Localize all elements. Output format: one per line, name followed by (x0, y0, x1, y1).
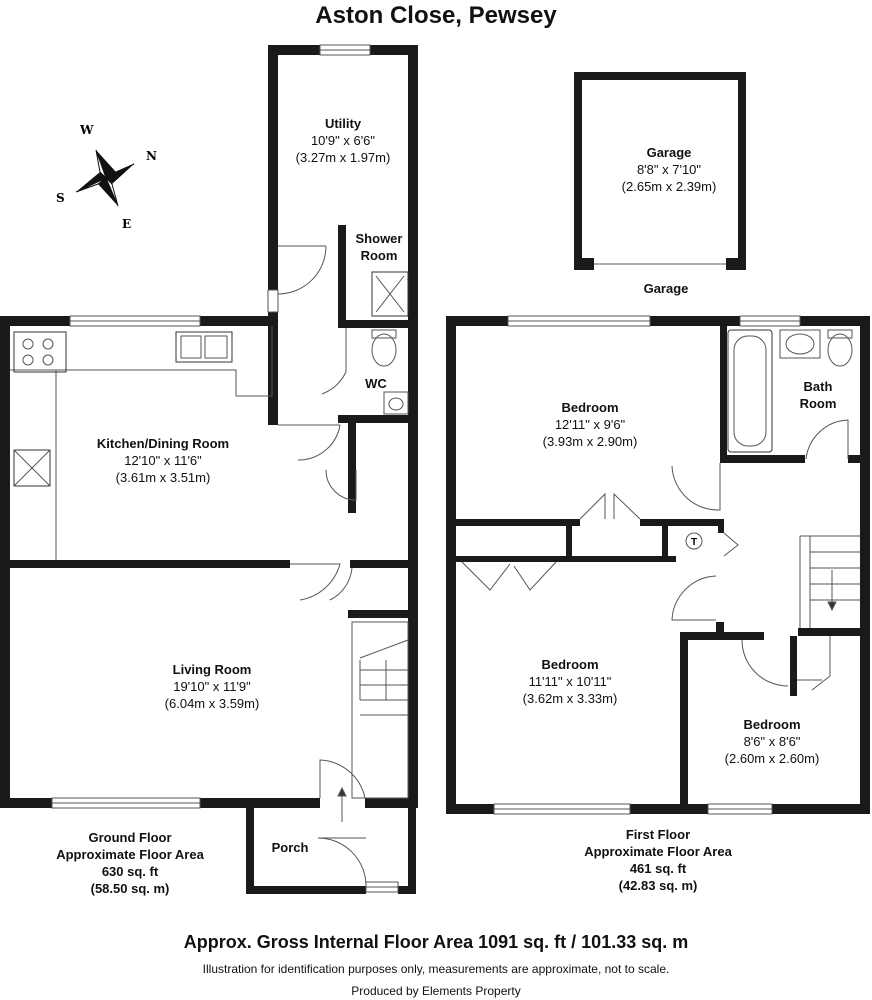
porch-label: Porch (272, 839, 309, 856)
tank-label: T (691, 537, 697, 548)
bedroom3-label: Bedroom 8'6" x 8'6" (2.60m x 2.60m) (725, 716, 820, 767)
kitchen-label: Kitchen/Dining Room 12'10" x 11'6" (3.61… (97, 435, 229, 486)
first-floor-plan (446, 316, 870, 814)
bathroom-label: Bath Room (800, 378, 837, 412)
living-room-name: Living Room (172, 662, 252, 677)
garage-caption: Garage (644, 280, 689, 297)
ground-floor-title: Ground Floor (88, 830, 172, 845)
utility-imperial: 10'9" x 6'6" (310, 133, 376, 148)
bedroom3-name: Bedroom (743, 717, 801, 732)
bedroom2-name: Bedroom (541, 657, 599, 672)
wc-label: WC (365, 375, 387, 392)
utility-label: Utility 10'9" x 6'6" (3.27m x 1.97m) (296, 115, 391, 166)
produced-by-text: Produced by Elements Property (351, 984, 521, 998)
ground-floor-area-label: Approximate Floor Area (56, 847, 204, 862)
page-title: Aston Close, Pewsey (315, 2, 557, 29)
compass-rose-icon: W N S E (56, 123, 157, 231)
kitchen-imperial: 12'10" x 11'6" (124, 453, 202, 468)
gross-area-total: Approx. Gross Internal Floor Area 1091 s… (183, 932, 689, 952)
living-room-label: Living Room 19'10" x 11'9" (6.04m x 3.59… (165, 661, 260, 712)
bedroom2-metric: (3.62m x 3.33m) (522, 691, 618, 706)
bedroom1-name: Bedroom (561, 400, 619, 415)
first-floor-sqft: 461 sq. ft (629, 861, 687, 876)
first-floor-details (461, 315, 860, 815)
shower-room-line2: Room (360, 248, 398, 263)
wc-name: WC (365, 376, 387, 391)
ground-floor-details (10, 44, 409, 893)
first-floor-summary: First Floor Approximate Floor Area 461 s… (584, 826, 732, 894)
garage-metric: (2.65m x 2.39m) (621, 179, 717, 194)
bedroom1-metric: (3.93m x 2.90m) (542, 434, 638, 449)
bedroom3-imperial: 8'6" x 8'6" (743, 734, 801, 749)
disclaimer-text: Illustration for identification purposes… (202, 962, 670, 976)
living-room-metric: (6.04m x 3.59m) (164, 696, 260, 711)
kitchen-name: Kitchen/Dining Room (96, 436, 230, 451)
garage-imperial: 8'8" x 7'10" (636, 162, 702, 177)
first-floor-sqm: (42.83 sq. m) (618, 878, 698, 893)
utility-metric: (3.27m x 1.97m) (295, 150, 391, 165)
living-room-imperial: 19'10" x 11'9" (173, 679, 251, 694)
porch-name: Porch (271, 840, 309, 855)
compass-n: N (146, 149, 157, 163)
shower-room-label: Shower Room (356, 230, 403, 264)
bedroom2-imperial: 11'11" x 10'11" (528, 674, 612, 689)
compass-w: W (79, 123, 94, 137)
compass-s: S (56, 191, 65, 205)
first-floor-title: First Floor (625, 827, 691, 842)
ground-floor-summary: Ground Floor Approximate Floor Area 630 … (56, 829, 204, 897)
bathroom-line1: Bath (803, 379, 833, 394)
ground-floor-sqm: (58.50 sq. m) (90, 881, 170, 896)
garage-label: Garage 8'8" x 7'10" (2.65m x 2.39m) (622, 144, 717, 195)
shower-room-line1: Shower (355, 231, 403, 246)
compass-e: E (122, 217, 131, 231)
bedroom2-label: Bedroom 11'11" x 10'11" (3.62m x 3.33m) (523, 656, 618, 707)
bedroom1-label: Bedroom 12'11" x 9'6" (3.93m x 2.90m) (543, 399, 638, 450)
garage-plan (574, 72, 746, 270)
utility-name: Utility (324, 116, 362, 131)
kitchen-metric: (3.61m x 3.51m) (115, 470, 211, 485)
first-floor-area-label: Approximate Floor Area (584, 844, 732, 859)
bedroom3-metric: (2.60m x 2.60m) (724, 751, 820, 766)
garage-caption-text: Garage (643, 281, 689, 296)
bedroom1-imperial: 12'11" x 9'6" (554, 417, 626, 432)
ground-floor-sqft: 630 sq. ft (101, 864, 159, 879)
bathroom-line2: Room (799, 396, 837, 411)
garage-name: Garage (646, 145, 692, 160)
